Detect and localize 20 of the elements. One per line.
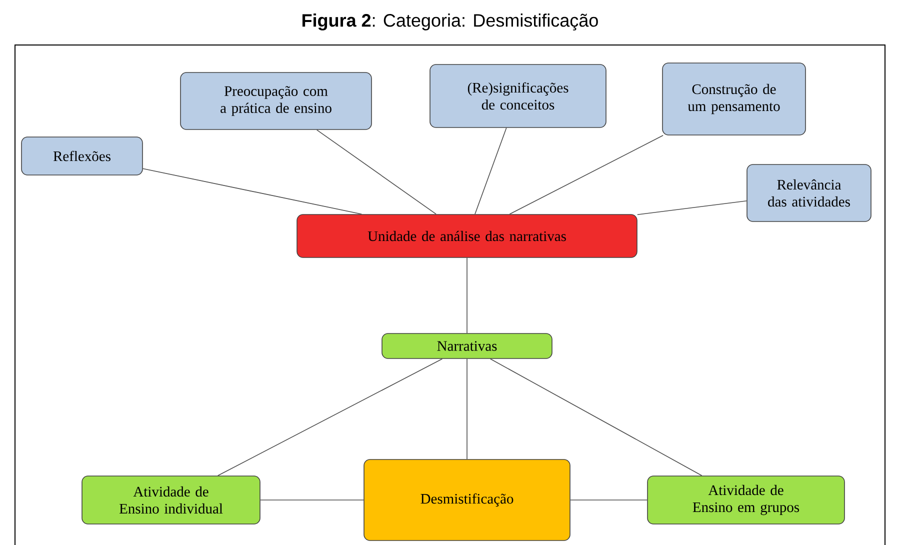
connector-line — [637, 200, 747, 216]
topic-box: (Re)significações de conceitos — [430, 64, 606, 128]
figure-title: Figura 2: Categoria: Desmistificação — [302, 14, 598, 30]
activity-box: Atividade de Ensino em grupos — [647, 476, 845, 524]
central-box: Unidade de análise das narrativas — [296, 214, 638, 258]
activity-box: Atividade de Ensino individual — [82, 476, 260, 524]
connector-line — [490, 358, 702, 476]
connector-line — [142, 168, 362, 214]
connector-line — [466, 258, 468, 334]
connector-line — [217, 358, 443, 476]
topic-box: Preocupação com a prática de ensino — [180, 72, 372, 130]
narrative-box: Narrativas — [382, 333, 552, 359]
connector-line — [466, 358, 468, 460]
connector-line — [316, 130, 436, 214]
connector-line — [474, 128, 507, 214]
topic-box: Relevância das atividades — [746, 164, 872, 222]
category-box: Desmistificação — [364, 459, 570, 541]
topic-box: Reflexões — [21, 136, 143, 176]
topic-box: Construção de um pensamento — [662, 62, 806, 136]
connector-line — [509, 135, 664, 214]
